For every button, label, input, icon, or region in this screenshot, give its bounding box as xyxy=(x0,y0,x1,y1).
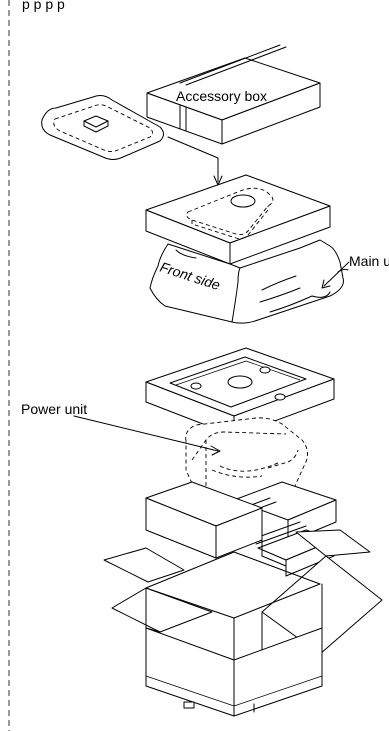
accessory-box-label: Accessory box xyxy=(176,88,267,104)
packing-blocks xyxy=(145,481,337,577)
bag-arrow xyxy=(167,136,223,186)
power-unit xyxy=(185,417,308,503)
main-unit-label: Main uni xyxy=(349,253,389,269)
power-unit-leader xyxy=(73,415,219,452)
cardboard-box xyxy=(103,529,383,717)
document-bag xyxy=(41,95,164,160)
main-unit: Front side xyxy=(149,239,349,324)
top-cropped-text: p p p p xyxy=(22,0,65,12)
main-unit-leader xyxy=(323,261,350,287)
bottom-tray xyxy=(145,347,335,437)
accessory-box: Accessory box xyxy=(146,44,321,145)
power-unit-label: Power unit xyxy=(21,401,87,417)
main-unit-top-tray xyxy=(145,174,331,265)
